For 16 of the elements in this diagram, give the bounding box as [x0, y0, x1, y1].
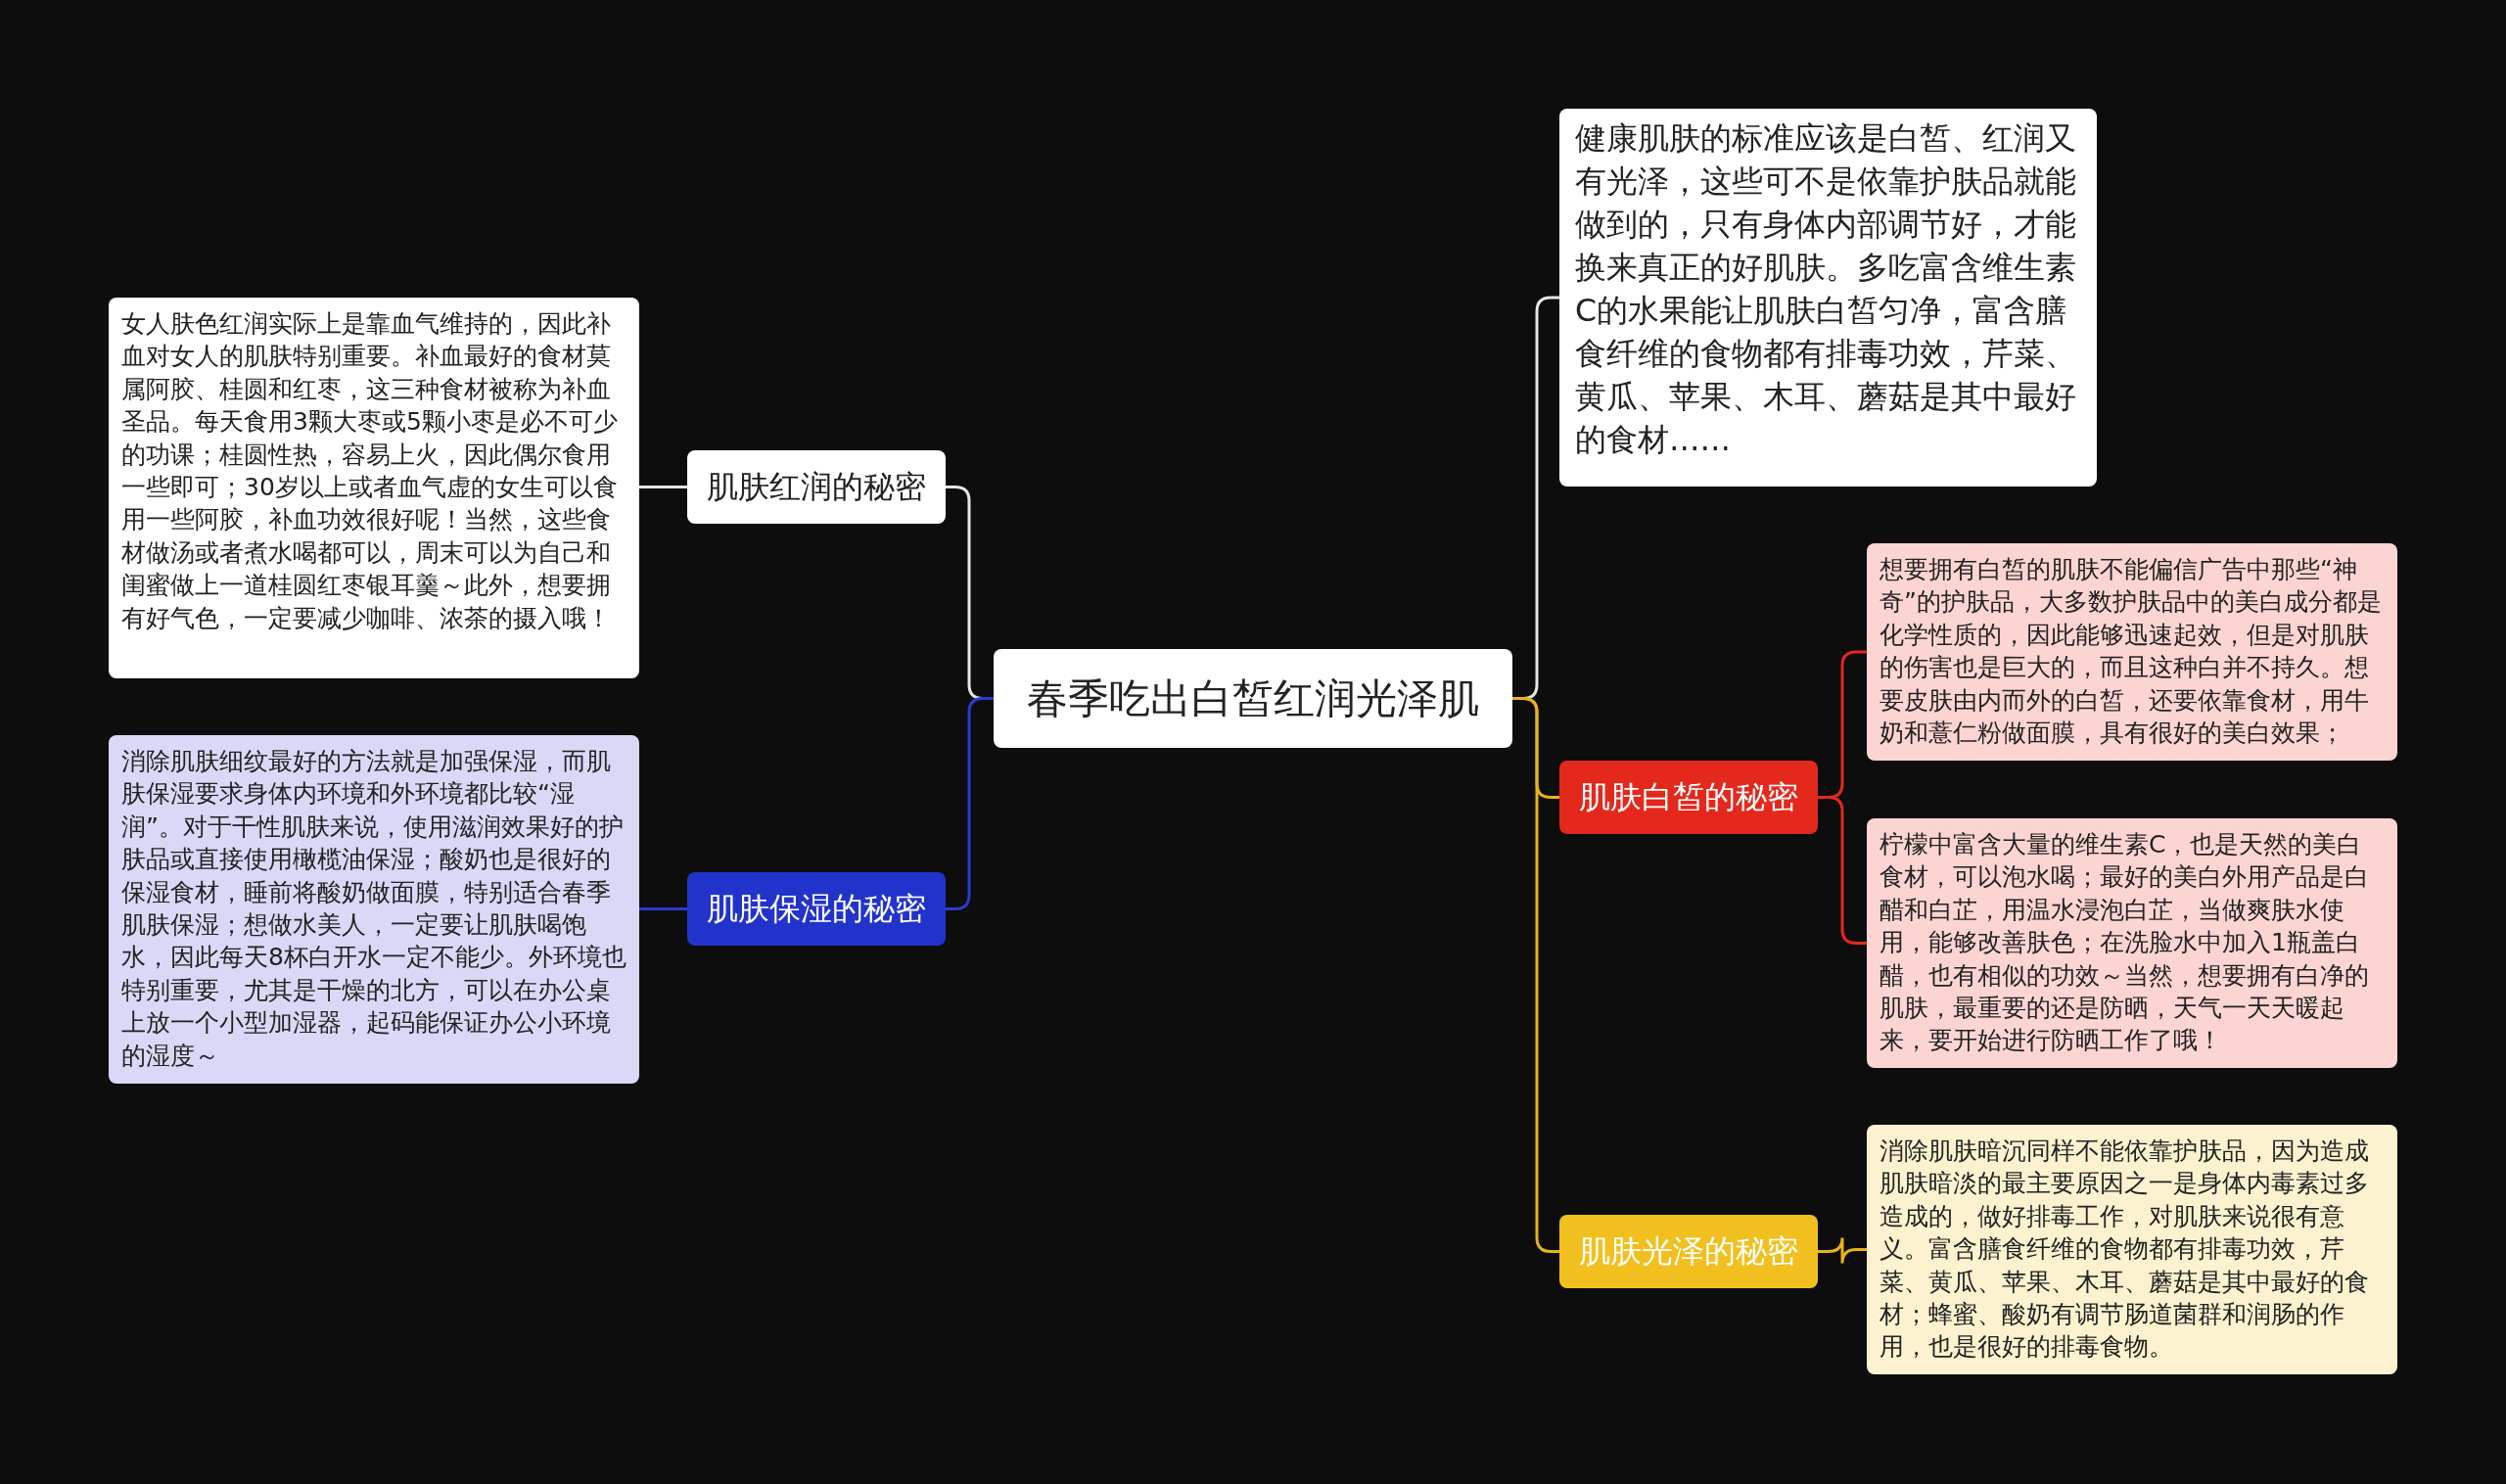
branch-topic: 肌肤白皙的秘密 [1559, 761, 1818, 834]
branch-topic: 肌肤红润的秘密 [687, 450, 946, 524]
text-card: 女人肤色红润实际上是靠血气维持的，因此补血对女人的肌肤特别重要。补血最好的食材莫属阿胶、桂圆和红枣，这三种食材被称为补血圣品。每天食用3颗大枣或5颗小枣是必不可少的功课；桂圆性热，容易上火，因此偶尔食用一些即可；30岁以上或者血气虚的女生可以食用一些阿胶，补血功效很好呢！当然，这些食材做汤或者煮水喝都可以，周末可以为自己和闺蜜做上一道桂圆红枣银耳羹～此外，想要拥有好气色，一定要减少咖啡、浓茶的摄入哦！ [109, 298, 639, 678]
central-topic: 春季吃出白皙红润光泽肌 [994, 649, 1512, 748]
connector-line [1818, 796, 1867, 945]
branch-topic: 肌肤保湿的秘密 [687, 872, 946, 946]
connector-line [946, 697, 994, 910]
text-card: 消除肌肤细纹最好的方法就是加强保湿，而肌肤保湿要求身体内环境和外环境都比较“湿润”。对于干性肌肤来说，使用滋润效果好的护肤品或直接使用橄榄油保湿；酸奶也是很好的保湿食材，睡前将酸奶做面膜，特别适合春季肌肤保湿；想做水美人，一定要让肌肤喝饱水，因此每天8杯白开水一定不能少。外环境也特别重要，尤其是干燥的北方，可以在办公桌上放一个小型加湿器，起码能保证办公小环境的湿度～ [109, 735, 639, 1084]
text-card: 消除肌肤暗沉同样不能依靠护肤品，因为造成肌肤暗淡的最主要原因之一是身体内毒素过多造成的，做好排毒工作，对肌肤来说很有意义。富含膳食纤维的食物都有排毒功效，芹菜、黄瓜、苹果、木耳、蘑菇是其中最好的食材；蜂蜜、酸奶有调节肠道菌群和润肠的作用，也是很好的排毒食物。 [1867, 1125, 2397, 1374]
branch-topic: 肌肤光泽的秘密 [1559, 1215, 1818, 1288]
connector-line [639, 486, 687, 488]
text-card: 柠檬中富含大量的维生素C，也是天然的美白食材，可以泡水喝；最好的美白外用产品是白醋和白芷，用温水浸泡白芷，当做爽肤水使用，能够改善肤色；在洗脸水中加入1瓶盖白醋，也有相似的功效～当然，想要拥有白净的肌肤，最重要的还是防晒，天气一天天暖起来，要开始进行防晒工作了哦！ [1867, 818, 2397, 1068]
text-card: 健康肌肤的标准应该是白皙、红润又有光泽，这些可不是依靠护肤品就能做到的，只有身体内部调节好，才能换来真正的好肌肤。多吃富含维生素C的水果能让肌肤白皙匀净，富含膳食纤维的食物都有排毒功效，芹菜、黄瓜、苹果、木耳、蘑菇是其中最好的食材…… [1559, 109, 2097, 487]
text-card: 想要拥有白皙的肌肤不能偏信广告中那些“神奇”的护肤品，大多数护肤品中的美白成分都是化学性质的，因此能够迅速起效，但是对肌肤的伤害也是巨大的，而且这种白并不持久。想要皮肤由内而外的白皙，还要依靠食材，用牛奶和薏仁粉做面膜，具有很好的美白效果； [1867, 543, 2397, 761]
connector-line [639, 907, 687, 910]
connector-line [1818, 1236, 1867, 1265]
